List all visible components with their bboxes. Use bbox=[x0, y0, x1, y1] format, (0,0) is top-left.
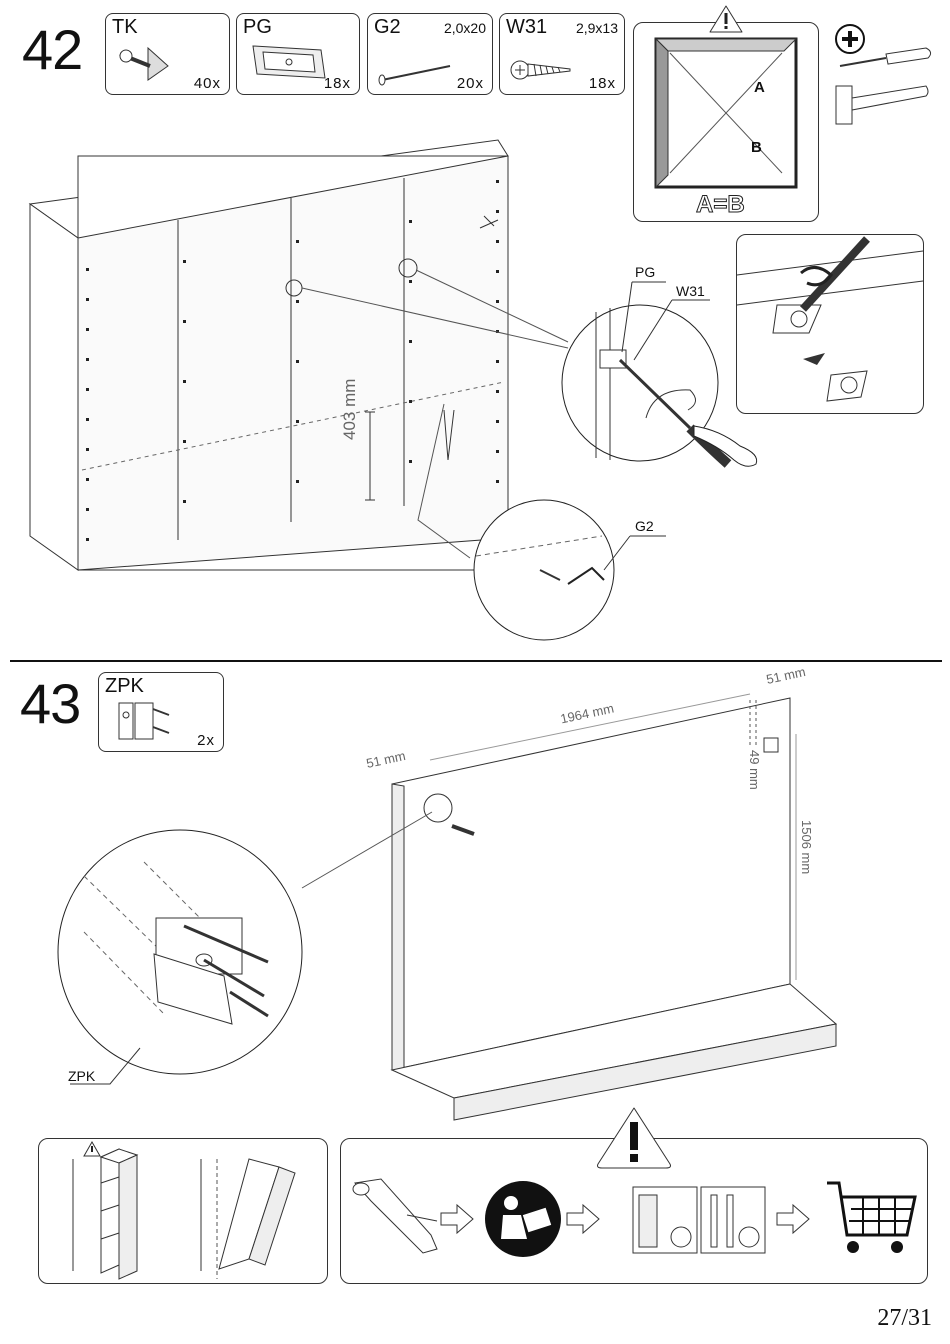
anchor-warning-panel bbox=[38, 1138, 328, 1284]
part-qty: 20x bbox=[457, 75, 484, 92]
hammer-icon bbox=[832, 78, 932, 128]
part-w31: W31 2,9x13 18x bbox=[499, 13, 625, 95]
part-code: W31 bbox=[506, 16, 547, 39]
bracket-screw-icon bbox=[116, 40, 176, 90]
callout-g2-leader bbox=[600, 534, 670, 574]
right-offset-dimension: 51 mm bbox=[765, 664, 807, 687]
callout-zpk-leader bbox=[68, 1046, 148, 1086]
part-qty: 18x bbox=[589, 75, 616, 92]
screwdriver-icon bbox=[836, 44, 936, 74]
plate-icon bbox=[249, 42, 329, 86]
part-qty: 18x bbox=[324, 75, 351, 92]
part-code: PG bbox=[243, 16, 272, 39]
part-pg: PG 18x bbox=[236, 13, 360, 95]
square-rule-label: A=B bbox=[696, 191, 745, 219]
hanging-bracket-icon bbox=[111, 699, 171, 743]
nail-icon bbox=[376, 58, 456, 88]
height-1506-dimension: 1506 mm bbox=[799, 820, 814, 874]
callout-g2: G2 bbox=[635, 518, 654, 534]
part-g2: G2 2,0x20 20x bbox=[367, 13, 493, 95]
callout-leaders bbox=[600, 280, 710, 370]
top-offset-dimension: 49 mm bbox=[747, 750, 762, 790]
screwdriver-handle-icon bbox=[690, 420, 770, 470]
part-qty: 40x bbox=[194, 75, 221, 92]
part-qty: 2x bbox=[197, 732, 215, 749]
warning-icon bbox=[708, 4, 744, 34]
callout-pg: PG bbox=[635, 264, 655, 280]
step-42-number: 42 bbox=[22, 22, 82, 78]
screw-icon bbox=[508, 52, 578, 88]
detail-circle-bracket bbox=[54, 826, 304, 1076]
part-code: ZPK bbox=[105, 675, 144, 698]
part-zpk: ZPK 2x bbox=[98, 672, 224, 752]
part-tk: TK 40x bbox=[105, 13, 230, 95]
part-code: G2 bbox=[374, 16, 401, 39]
back-panel-drawing bbox=[390, 690, 850, 1120]
diagonal-a-label: A bbox=[754, 79, 765, 96]
part-size: 2,9x13 bbox=[576, 20, 618, 36]
small-warning-icon bbox=[83, 1141, 101, 1157]
page-number: 27/31 bbox=[877, 1305, 932, 1332]
part-size: 2,0x20 bbox=[444, 20, 486, 36]
large-warning-icon bbox=[594, 1104, 674, 1170]
step-divider bbox=[10, 660, 942, 662]
detail-leader bbox=[300, 808, 440, 898]
step-43-number: 43 bbox=[20, 676, 80, 732]
part-code: TK bbox=[112, 16, 138, 39]
bookcase-fall-drawing bbox=[39, 1139, 327, 1283]
height-403-dimension: 403 mm bbox=[340, 379, 360, 440]
detail-panel-rotate bbox=[736, 234, 924, 414]
rotate-screw-drawing bbox=[737, 235, 923, 413]
diagonal-b-label: B bbox=[751, 139, 762, 156]
leader-nail bbox=[414, 400, 474, 560]
square-check-panel: A B A=B bbox=[633, 22, 819, 222]
